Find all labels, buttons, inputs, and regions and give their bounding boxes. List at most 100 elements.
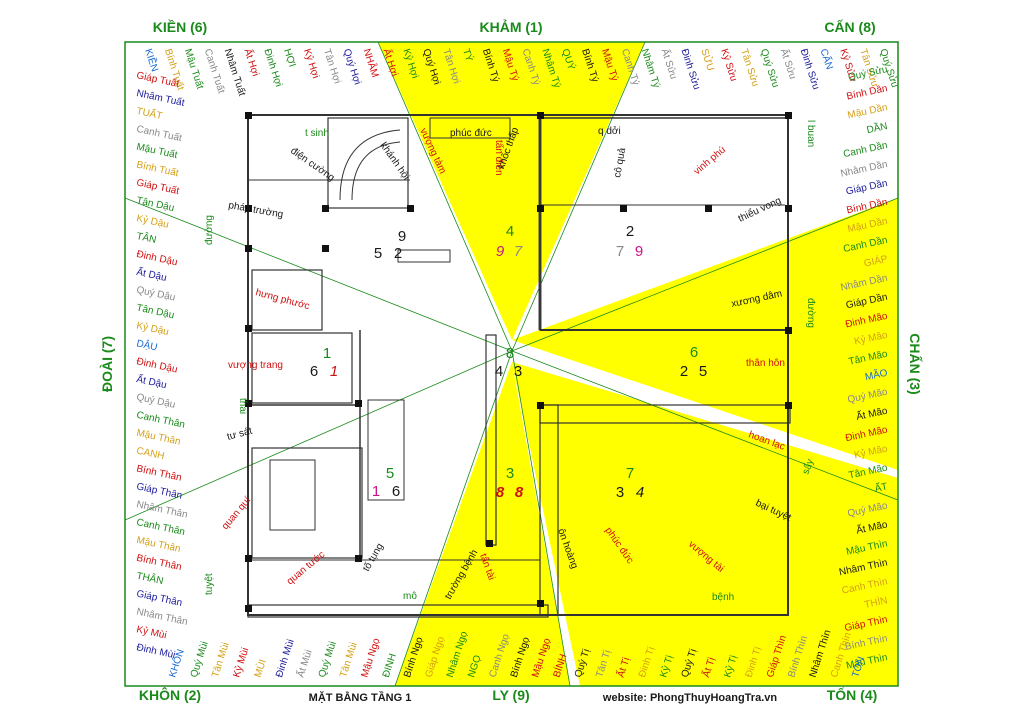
line-n1 [377, 41, 513, 352]
ring-label: Giáp Dần [845, 177, 889, 198]
stair-curve-2 [351, 141, 401, 201]
svg-text:5: 5 [386, 465, 394, 482]
ring-label: Tân Sửu [738, 47, 761, 88]
ring-label: SỬU [698, 47, 717, 72]
trigram-kham: KHẢM (1) [480, 19, 543, 35]
ring-label: Canh Thân [135, 410, 186, 431]
stair-box [327, 117, 409, 209]
star-tu-sat: tư sát [226, 426, 254, 443]
ring-label: MÙI [251, 657, 269, 678]
line-s1 [394, 350, 513, 687]
svg-text:1: 1 [323, 345, 331, 362]
ring-label: Quý Dậu [135, 392, 176, 411]
ring-label: Kỷ Sửu [718, 47, 740, 82]
plan-title: MẶT BẰNG TẦNG 1 [309, 691, 412, 704]
svg-text:9: 9 [635, 243, 643, 260]
svg-text:2: 2 [626, 223, 634, 240]
ring-label: Giáp Tuất [135, 176, 180, 197]
star-thieu-vong: thiểu vong [736, 194, 783, 224]
ring-label: DẦN [865, 119, 888, 136]
star-phuc-duc-top: phúc đức [450, 128, 492, 139]
ring-label: Kỷ Mùi [230, 646, 251, 679]
palace-numbers: 9 5 2 4 9 7 2 7 9 1 6 1 8 4 3 6 2 5 [310, 223, 707, 501]
floor-plan [247, 114, 791, 618]
palace-5: 5 1 6 [372, 465, 400, 500]
svg-text:8: 8 [515, 484, 524, 501]
ring-label: Tân Dậu [135, 195, 175, 214]
sector-lines [124, 41, 899, 687]
svg-text:5: 5 [699, 363, 707, 380]
ring-label: Kỷ Hợi [301, 47, 322, 80]
website-label: website: PhongThuyHoangTra.vn [602, 692, 777, 704]
line-nw [124, 197, 513, 352]
svg-text:3: 3 [514, 363, 522, 380]
bed [269, 459, 316, 531]
ring-label: HỢI [281, 48, 297, 69]
star-co-qua: cô quả [612, 147, 628, 179]
svg-text:4: 4 [495, 363, 503, 380]
ring-label: Tân Dậu [135, 303, 175, 322]
ring-label: Mậu Dần [846, 101, 888, 121]
ring-label: Canh Thân [135, 517, 186, 538]
stair-curve [339, 129, 401, 201]
trigram-kien: KIỀN (6) [153, 19, 207, 35]
ring-label: Đinh Mùi [135, 642, 176, 661]
compass-frame [124, 41, 899, 687]
svg-text:6: 6 [392, 483, 400, 500]
trigram-khon: KHÔN (2) [139, 686, 201, 703]
ring-label: Ất Sửu [659, 47, 681, 81]
ring-label: NHÂM [361, 47, 382, 79]
palace-1: 1 6 1 [310, 345, 338, 380]
star-vinh-phu: vinh phú [692, 145, 728, 178]
ring-label: ĐINH [381, 652, 399, 679]
ring-label: Mậu Thân [135, 428, 181, 448]
svg-text:8: 8 [496, 484, 505, 501]
star-l-buan: l buan [805, 120, 816, 147]
star-dien-cuong: điện cường [288, 145, 336, 183]
footer: MẶT BẰNG TẦNG 1 website: PhongThuyHoangT… [309, 691, 778, 704]
svg-text:1: 1 [330, 363, 338, 380]
toilet-1 [251, 269, 323, 331]
line-se [511, 350, 899, 501]
ring-label: Bính Thân [135, 463, 182, 483]
ring-label: Giáp Thân [135, 589, 183, 609]
line-s2 [511, 350, 571, 687]
ring-label: Tân Mùi [210, 641, 232, 679]
ring-label: Bính Tuất [135, 159, 180, 180]
ring-label: Kỷ Dậu [135, 212, 170, 231]
ring-label: Quý Mùi [189, 640, 211, 679]
ring-label: Đinh Dậu [135, 356, 178, 375]
kitchen-counter [429, 117, 511, 139]
palace-2: 2 7 9 [616, 223, 643, 260]
ring-label: Quý Dậu [135, 285, 176, 304]
star-quan-tuoc: quan tước [285, 549, 327, 587]
ring-label: Canh Dần [842, 139, 889, 160]
svg-text:2: 2 [394, 245, 402, 262]
ring-label: ẤT [873, 480, 888, 495]
svg-text:2: 2 [680, 363, 688, 380]
line-n2 [511, 41, 646, 352]
ring-label: Ất Mùi [294, 648, 315, 679]
trigram-ton: TỐN (4) [827, 686, 878, 703]
star-vuong-trang: vượng trang [228, 360, 283, 371]
ring-label: Tân Hợi [321, 48, 343, 86]
bedroom [251, 447, 363, 559]
ring-label: Kỷ Dậu [135, 319, 170, 338]
ring-label: Đinh Dậu [135, 249, 178, 268]
star-say: sấy [800, 457, 817, 476]
ring-label: Quý Sửu [758, 47, 782, 89]
ring-label: Tân Mùi [338, 641, 360, 679]
star-phap-truong: pháp trường [227, 200, 284, 220]
star-benh: bệnh [712, 592, 734, 603]
palace-6: 6 2 5 [680, 344, 707, 380]
columns [245, 112, 792, 612]
ring-label: Ất Hợi [241, 47, 262, 78]
ring-label: TÝ [460, 47, 476, 63]
palace-8: 8 4 3 [495, 345, 522, 380]
palace-3: 3 8 8 [496, 465, 524, 501]
toilet-2 [251, 332, 353, 404]
svg-text:1: 1 [372, 483, 380, 500]
star-mo: mô [403, 591, 417, 602]
